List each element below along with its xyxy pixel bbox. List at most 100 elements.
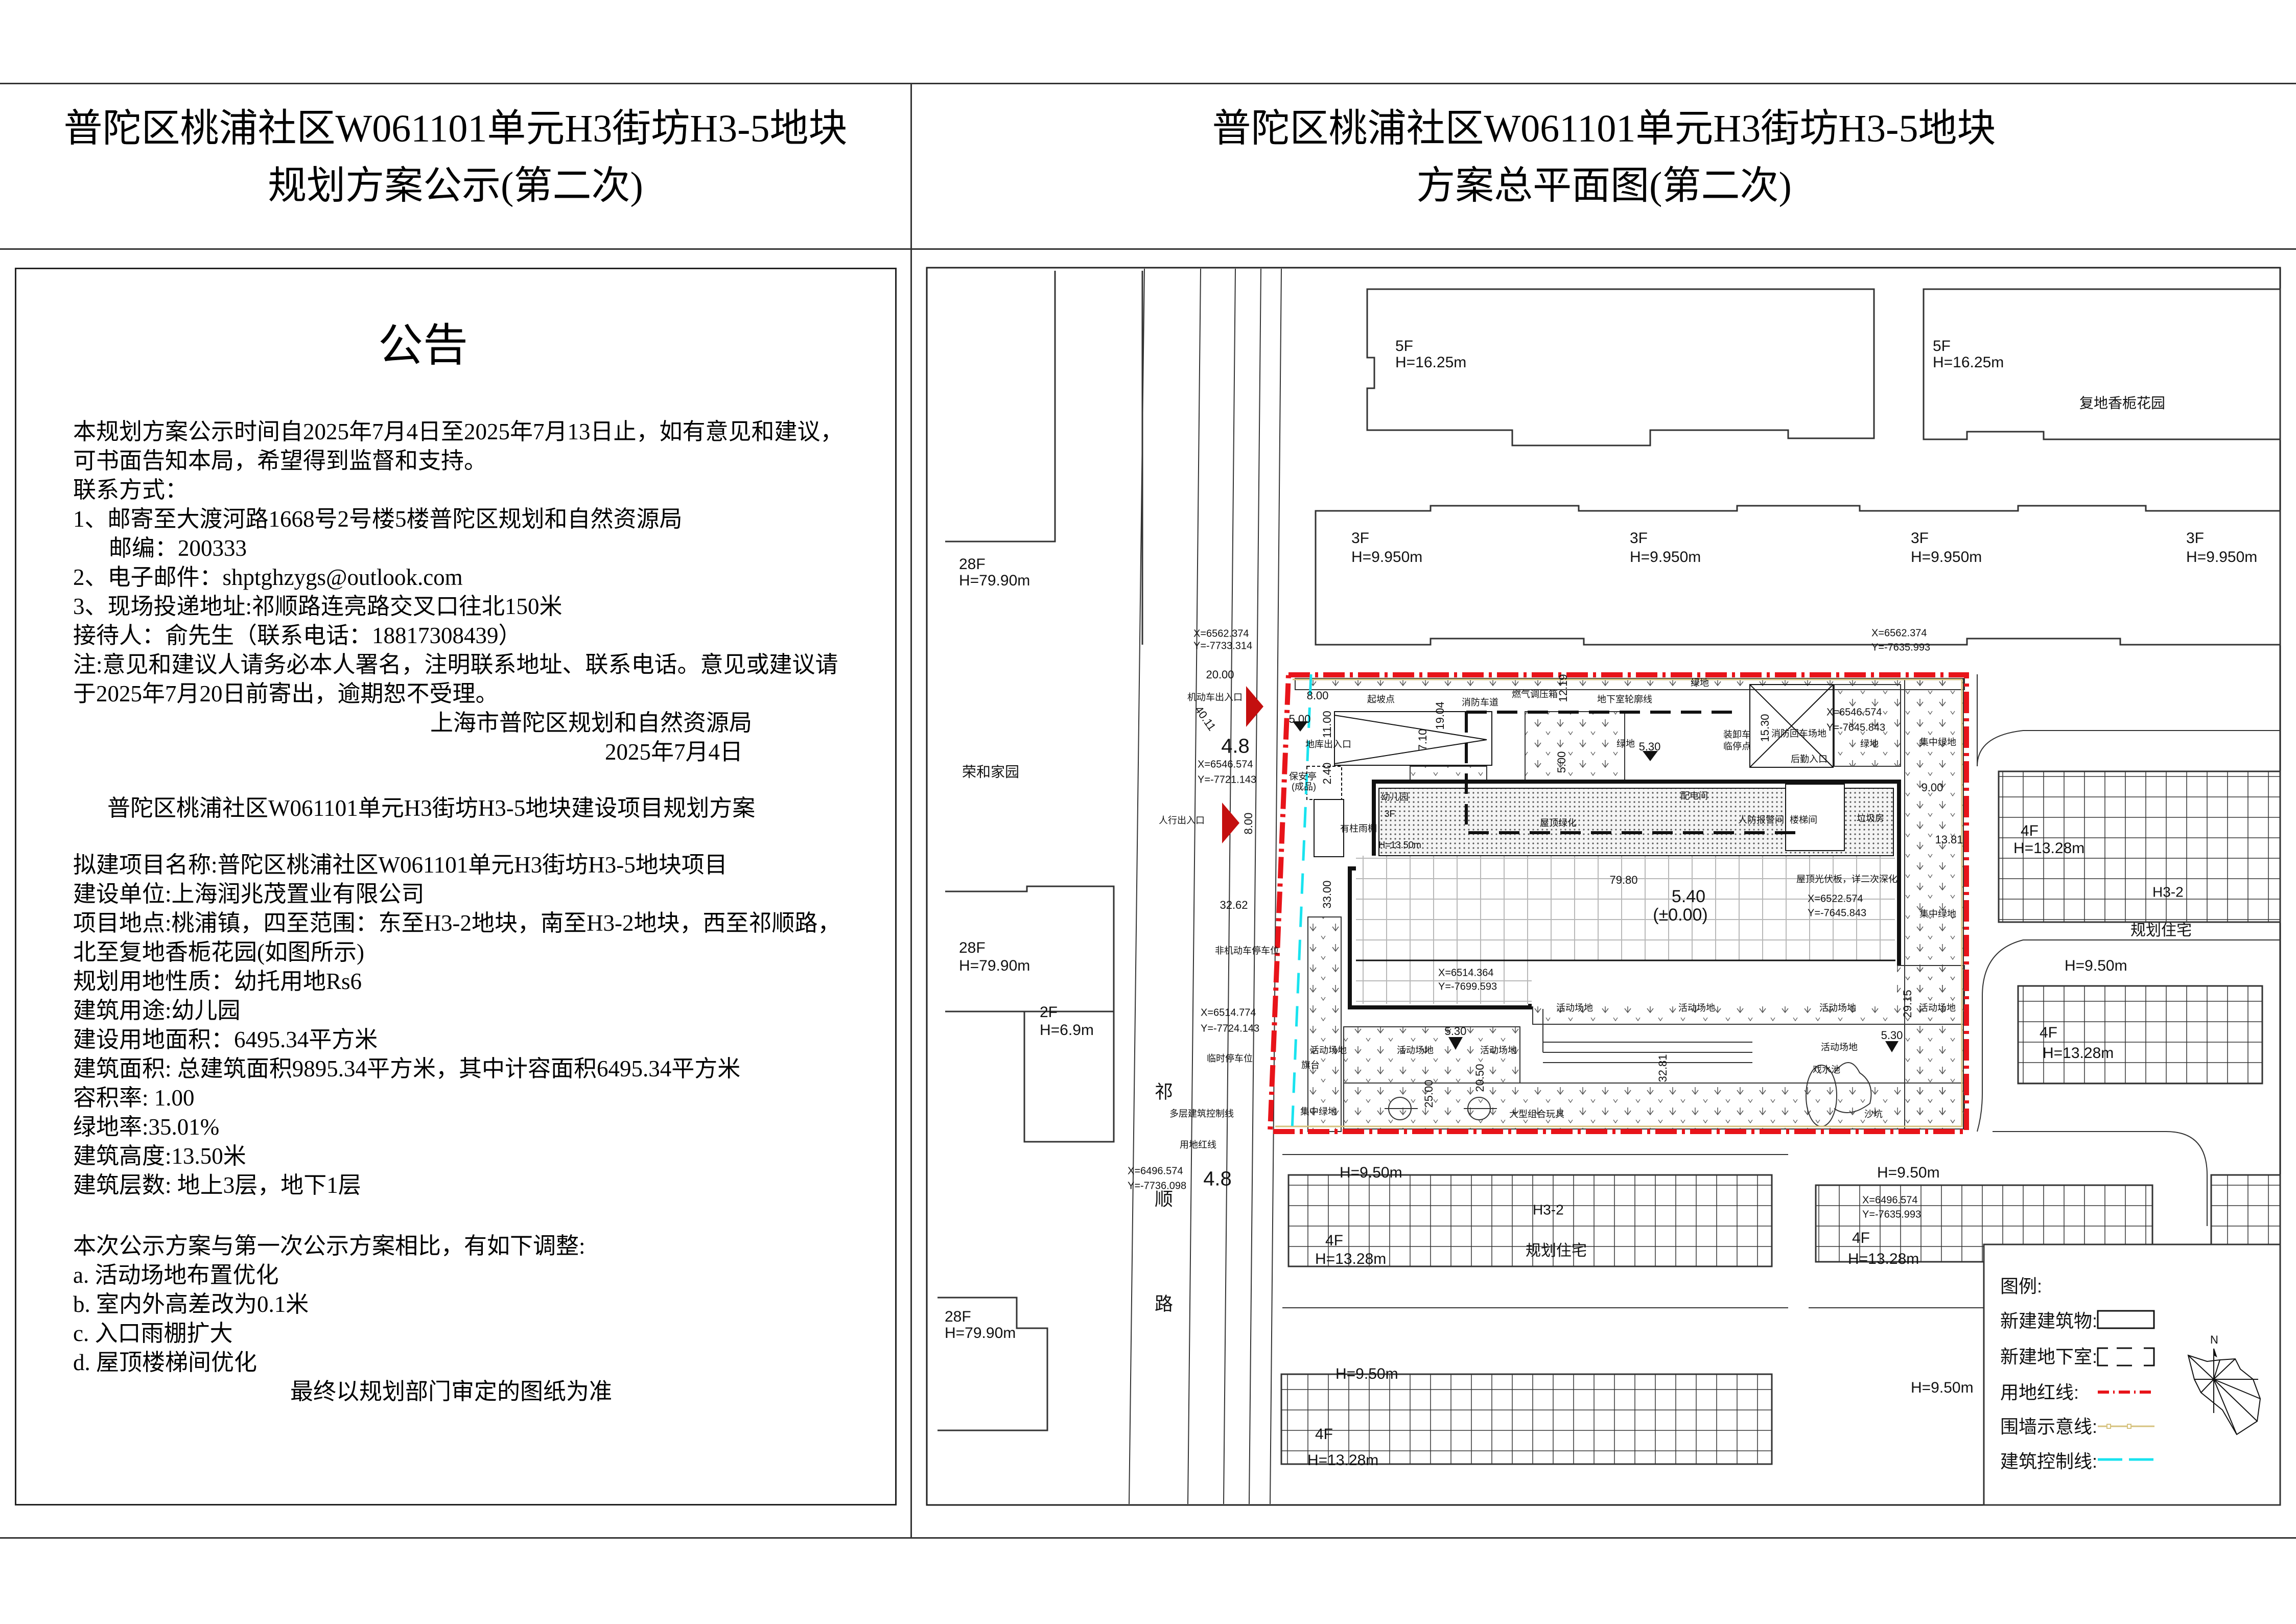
building-h3-2-east [1998,770,2281,923]
site-label: 大型组合玩具 [1509,1109,1564,1119]
site-label: 4.8 [1221,735,1250,758]
building-label: 4F [2021,822,2039,839]
roof-pv-panels-notch [1532,960,1897,1006]
building-label: Y=-7635.993 [1862,1209,1921,1220]
dimension-label: 29.15 [1901,990,1914,1018]
dimension-label: 25.00 [1422,1079,1435,1108]
legend-wall-post [2106,1424,2111,1429]
site-label: 机动车出入口 [1187,692,1243,702]
building-label: H=9.950m [1630,549,1701,566]
project-title: 普陀区桃浦社区W061101单元H3街坊H3-5地块建设项目规划方案 [107,795,756,821]
building-label: H=6.9m [1040,1022,1094,1039]
site-red-line [1267,672,1969,1134]
detail-line: 建筑用途:幼儿园 [73,998,241,1023]
coordinate-label: X=6562.374 [1193,628,1249,639]
building-label: 5F [1395,338,1413,355]
dimension-label: 19.04 [1434,701,1446,729]
site-label: 旗台 [1301,1060,1320,1070]
site-label: 3F [1384,809,1395,819]
notice-footer: 最终以规划部门审定的图纸为准 [290,1379,613,1404]
coordinate-label: Y=-7635.993 [1871,642,1930,653]
building-3f-row [1315,505,2281,646]
stair-core [1785,784,1845,851]
notice-line: 可书面告知本局，希望得到监督和支持。 [73,448,487,474]
issue-date: 2025年7月4日 [605,739,743,765]
building-label: 2F [1040,1004,1058,1021]
coordinate-label: Y=-7645.843 [1826,722,1885,733]
changes-intro: 本次公示方案与第一次公示方案相比，有如下调整: [73,1233,585,1259]
legend-item-basement: 新建地下室: [2000,1346,2097,1367]
site-label: 非机动车停车位 [1215,946,1279,956]
site-label: 消防车道 [1462,697,1498,708]
compass-north-label: N [2210,1333,2218,1346]
building-28f-south [938,1297,1048,1431]
site-label: 沙坑 [1864,1109,1883,1119]
change-item: a. 活动场地布置优化 [73,1262,279,1288]
legend-basement-swatch [2097,1347,2155,1367]
elevation-markers [1293,721,1899,1052]
site-label: 人防报警间 [1738,815,1784,825]
building-control-line [1291,674,1313,1131]
building-label: 4F [1852,1230,1870,1246]
dimension-label: 8.00 [1307,689,1329,702]
building-label: H=13.28m [1315,1251,1386,1267]
detail-line: 拟建项目名称:普陀区桃浦社区W061101单元H3街坊H3-5地块项目 [73,852,728,878]
notice-panel [15,268,897,1505]
building-label: H3-2 [1533,1202,1564,1217]
building-label: H=13.28m [1307,1452,1378,1469]
site-label: 活动场地 [1919,1003,1956,1013]
building-label: H=13.28m [2043,1045,2114,1062]
site-label: 活动场地 [1821,1042,1858,1052]
site-label: 起坡点 [1367,694,1395,704]
frame-top-line [0,83,2296,84]
building-label: 3F [1630,530,1648,547]
building-label: 规划住宅 [1526,1242,1587,1259]
site-label: 绿地 [1860,739,1879,749]
site-label: (±0.00) [1653,905,1707,925]
site-label: 燃气调压箱 [1512,689,1558,699]
dimension-label: 5.00 [1555,751,1568,773]
detail-line: 建设用地面积：6495.34平方米 [73,1027,378,1052]
dimension-label: 5.30 [1881,1029,1903,1042]
frame-bottom-line [0,1537,2296,1539]
detail-line: 北至复地香栀花园(如图所示) [73,939,364,965]
building-label: 3F [1351,530,1369,547]
legend-wall-post [2127,1424,2131,1429]
building-label: 祁 [1155,1081,1173,1102]
fire-turnaround [1749,684,1834,768]
building-east-middle [2017,985,2263,1085]
site-label: 垃圾房 [1857,813,1884,823]
building-label: H=9.950m [1351,549,1422,566]
coordinate-label: Y=-7699.593 [1438,981,1497,992]
building-bottom [1280,1373,1773,1465]
site-label: 幼儿园 [1381,792,1409,802]
building-label: H=13.28m [2013,840,2084,857]
building-label: 4F [2040,1024,2057,1041]
site-label: 装卸车 [1723,729,1751,740]
site-label: 配电间 [1680,791,1708,801]
site-label: 人行出入口 [1159,815,1205,826]
coordinate-label: X=6514.774 [1201,1007,1256,1018]
dimension-label: 5.30 [1639,740,1661,753]
legend-item-new-building: 新建建筑物: [2000,1310,2097,1331]
left-title: 普陀区桃浦社区W061101单元H3街坊H3-5地块 规划方案公示(第二次) [0,100,911,215]
site-label: 地库出入口 [1305,739,1351,749]
building-label: X=6496.574 [1862,1194,1917,1206]
left-title-line-2: 规划方案公示(第二次) [268,164,643,207]
detail-line: 容积率: 1.00 [73,1085,195,1111]
site-label: 活动场地 [1556,1003,1593,1013]
building-h3-2-south [1287,1174,1773,1267]
building-label: 28F [959,556,986,573]
dimension-label: 20.50 [1473,1064,1486,1092]
dimension-label: 9.00 [1922,781,1943,794]
building-label: 4F [1325,1232,1343,1249]
coordinate-label: X=6546.574 [1826,707,1882,718]
building-28f-north [945,271,1056,543]
building-label: 3F [2186,530,2204,547]
building-label: 荣和家园 [962,764,1019,780]
building-label: H=9.50m [1336,1366,1398,1382]
email-link[interactable]: 2、电子邮件：shptghzygs@outlook.com [73,564,463,590]
dimension-label: 5.30 [1445,1025,1467,1038]
pedestrian-entry-arrow [1222,803,1239,843]
